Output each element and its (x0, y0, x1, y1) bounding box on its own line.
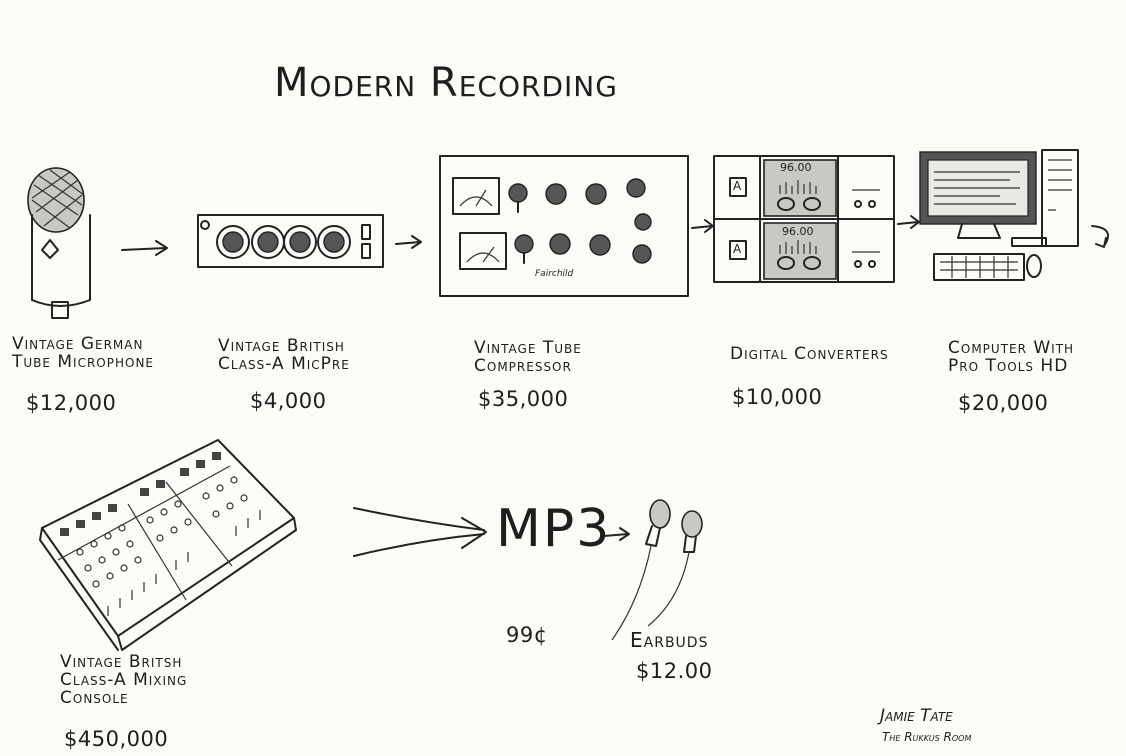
mixing-console-drawing (39, 439, 297, 651)
converters-price: $10,000 (732, 385, 823, 409)
computer-drawing (919, 149, 1079, 281)
earbuds-label: Earbuds (630, 628, 709, 652)
converter-readout-bottom: 96.00 (782, 225, 814, 238)
tube-compressor-drawing (439, 155, 689, 297)
compressor-label: Vintage Tube Compressor (474, 338, 582, 376)
console-price: $450,000 (64, 727, 169, 751)
converters-label: Digital Converters (730, 344, 889, 364)
return-arrow (1091, 225, 1109, 248)
arrow-mp3-to-earbuds (603, 527, 630, 541)
digital-converters-drawing (713, 155, 895, 283)
computer-label: Computer With Pro Tools HD (948, 338, 1075, 376)
earbuds-price: $12.00 (636, 659, 713, 683)
arrow-pre-to-comp (395, 235, 422, 249)
micpre-price: $4,000 (250, 389, 327, 413)
compressor-brand: Fairchild (535, 269, 574, 279)
arrow-console-to-mp3 (353, 507, 487, 557)
signature-name: Jamie Tate (880, 706, 953, 726)
signature-studio: The Rukkus Room (882, 730, 972, 744)
class-a-micpre-drawing (197, 214, 384, 268)
converter-readout-top: 96.00 (780, 161, 812, 174)
page-title: Modern Recording (274, 60, 618, 106)
arrow-comp-to-conv (691, 219, 714, 233)
arrow-conv-to-computer (897, 215, 920, 229)
console-label: Vintage Britsh Class-A Mixing Console (60, 652, 188, 708)
micpre-label: Vintage British Class-A MicPre (218, 336, 350, 374)
converter-letter-bottom: A (733, 242, 742, 256)
mp3-price: 99¢ (506, 623, 548, 647)
arrow-mic-to-pre (121, 240, 168, 256)
mic-price: $12,000 (26, 391, 117, 415)
compressor-price: $35,000 (478, 387, 569, 411)
mp3-label: MP3 (496, 499, 612, 559)
mic-label: Vintage German Tube Microphone (12, 334, 155, 372)
computer-price: $20,000 (958, 391, 1049, 415)
tube-microphone-drawing (27, 167, 91, 319)
converter-letter-top: A (733, 179, 742, 193)
earbuds-drawing (611, 499, 703, 641)
